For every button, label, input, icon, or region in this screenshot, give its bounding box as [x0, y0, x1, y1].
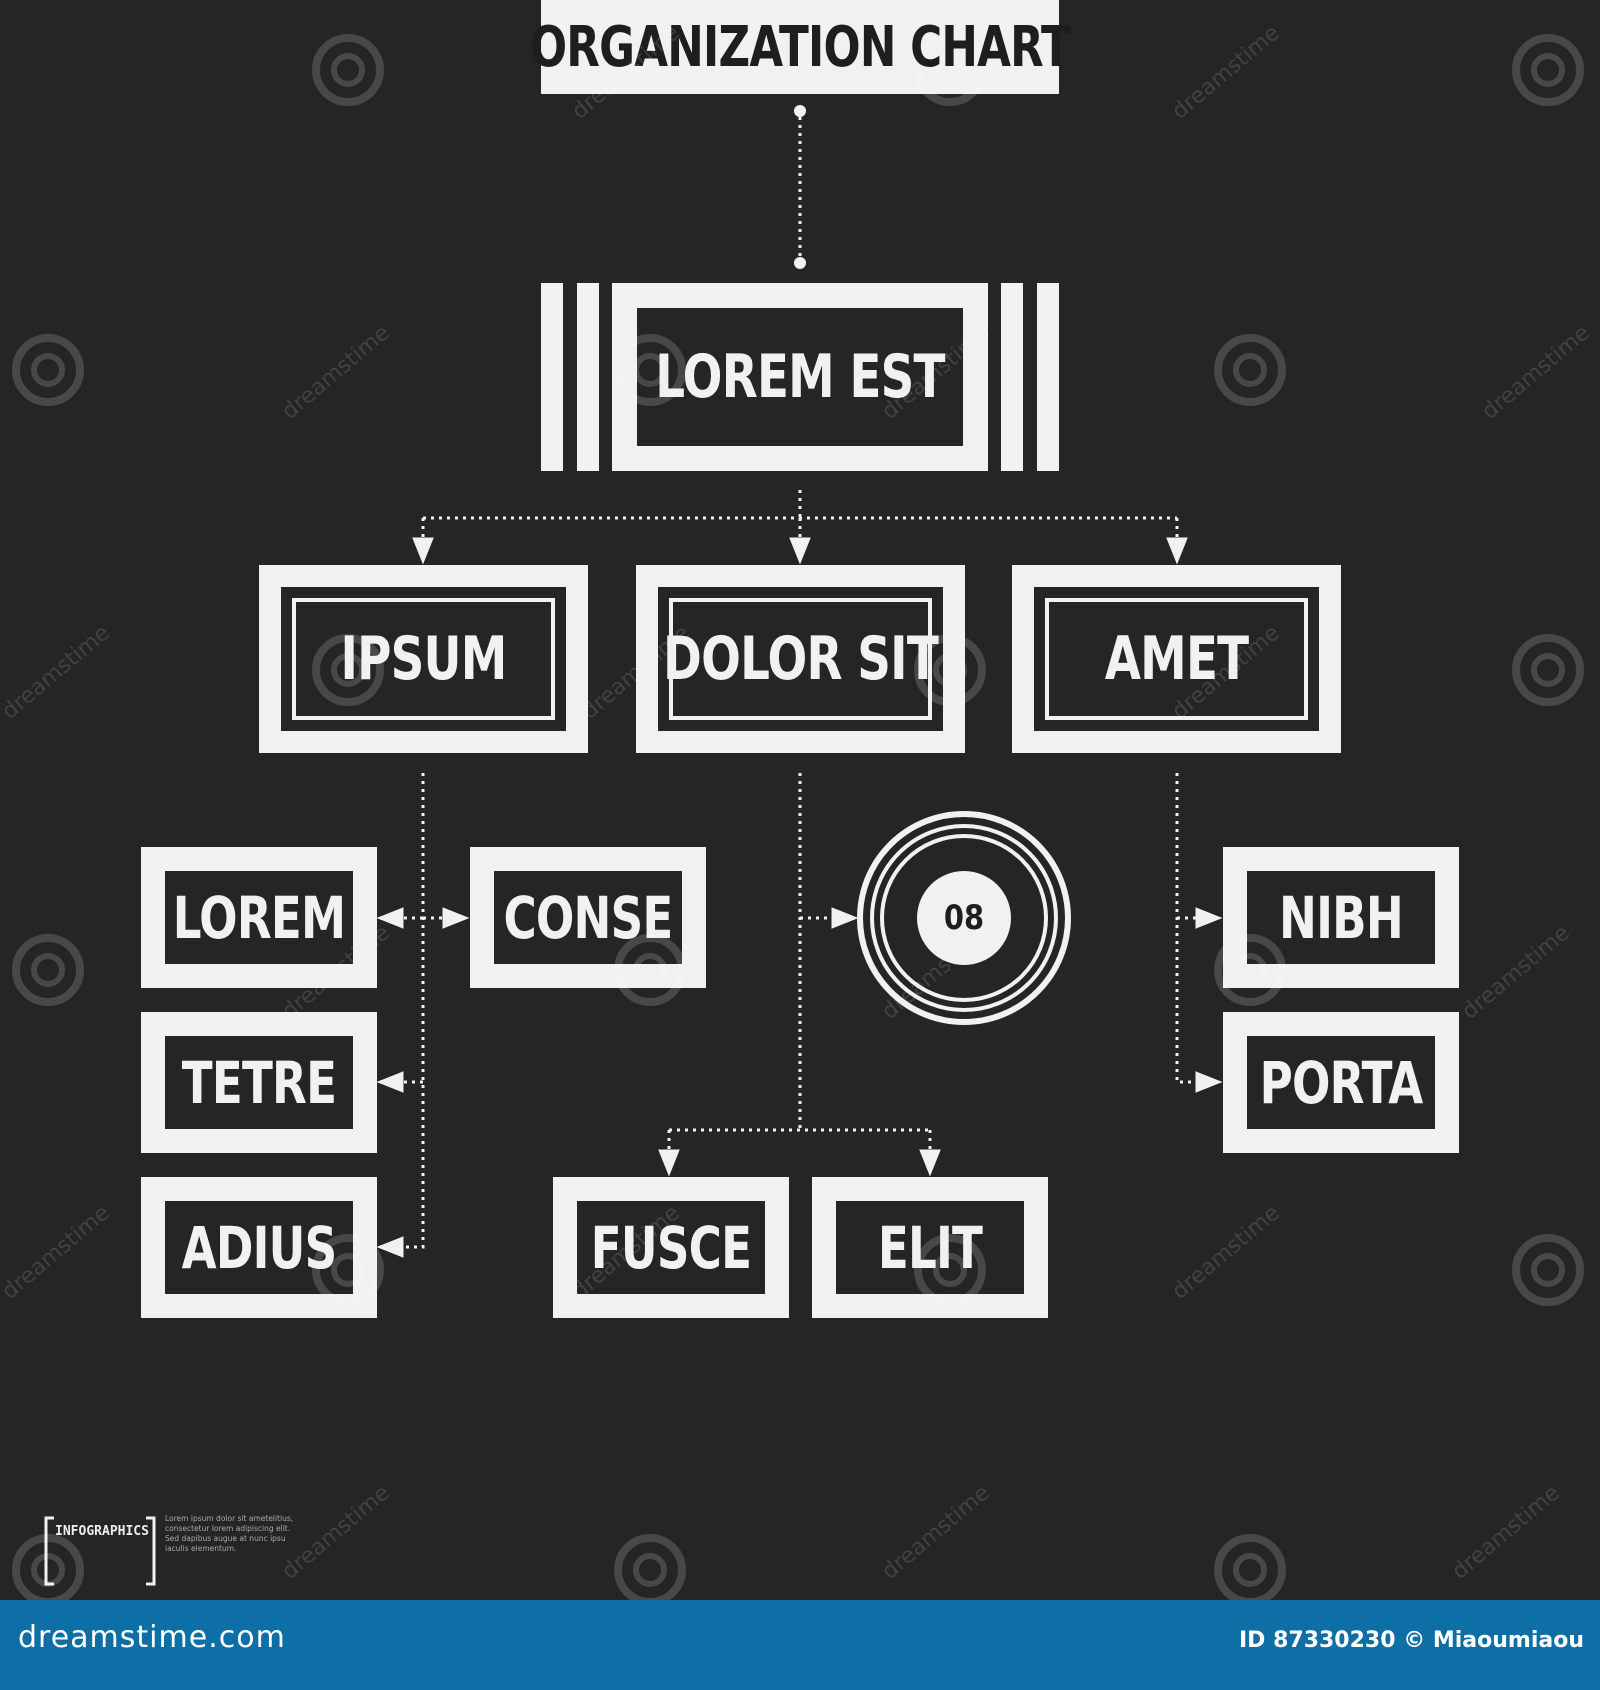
node-tetre-label: TETRE [181, 1048, 337, 1117]
node-amet-label: AMET [1104, 624, 1249, 694]
connector-lines [376, 117, 1223, 1258]
chart-title: ORGANIZATION CHART [529, 14, 1071, 80]
watermark-spiral-icon [312, 1234, 384, 1306]
node-dolor-label: DOLOR SIT [663, 624, 939, 694]
node-boxes [44, 0, 1459, 1586]
watermark-spiral-icon [933, 53, 967, 87]
watermark-spiral-icon [331, 53, 365, 87]
watermark-spiral-icon [914, 34, 986, 106]
root-bar [577, 283, 599, 471]
watermark-spiral-icon [1233, 1553, 1267, 1587]
root-bar [1037, 283, 1059, 471]
watermark-spiral-icon [1531, 653, 1565, 687]
watermark-spiral-icon [633, 953, 667, 987]
infographics-badge-text: Lorem ipsum dolor sit ametelitius, conse… [165, 1514, 315, 1554]
node-porta-label: PORTA [1259, 1048, 1424, 1117]
connector-dot [794, 105, 806, 117]
node-dolor-frame [636, 565, 965, 753]
node-fusce-frame [553, 1177, 789, 1318]
watermark-spiral-icon [12, 934, 84, 1006]
root-bar [1001, 283, 1023, 471]
badge-line: Lorem ipsum dolor sit ametelitius, [165, 1514, 294, 1523]
watermark-spiral-icon [12, 334, 84, 406]
circle-node-disc [917, 871, 1011, 965]
node-amet-frame [1012, 565, 1341, 753]
watermark-spiral-icon [31, 953, 65, 987]
watermark-spiral-icon [614, 334, 686, 406]
circle-node-label: 08 [943, 898, 985, 938]
watermark-spiral-icon [1233, 353, 1267, 387]
root-node-frame [612, 283, 988, 471]
watermark-spiral-icon [1531, 53, 1565, 87]
watermark-spiral-icon [933, 653, 967, 687]
watermark-spiral-icon [1512, 34, 1584, 106]
node-ipsum-frame [259, 565, 588, 753]
node-adius-frame [141, 1177, 377, 1318]
watermark-spiral-icon [331, 653, 365, 687]
node-tetre-frame [141, 1012, 377, 1153]
watermark-spiral-icon [614, 1534, 686, 1606]
badge-line: iaculis elementum. [165, 1544, 237, 1553]
circle-node-ring [870, 824, 1058, 1012]
node-nibh-frame [1223, 847, 1459, 988]
node-nibh-label: NIBH [1279, 883, 1404, 952]
footer-bar [0, 1600, 1600, 1690]
node-lorem-label: LOREM [172, 883, 346, 952]
root-node-label: LOREM EST [655, 342, 945, 412]
circle-node-ring [857, 811, 1071, 1025]
watermark-spiral-icon [312, 634, 384, 706]
watermark-spiral-icon [1512, 1234, 1584, 1306]
footer-site-text: dreamstime.com [18, 1620, 286, 1655]
watermark-spiral-icon [1214, 934, 1286, 1006]
node-conse-label: CONSE [503, 883, 673, 952]
watermark-spiral-icon [1214, 334, 1286, 406]
node-porta-frame [1223, 1012, 1459, 1153]
footer-id-text: ID 87330230 © Miaoumiaou [1238, 1628, 1584, 1653]
watermark-spiral-icon [1512, 634, 1584, 706]
node-lorem-frame [141, 847, 377, 988]
watermark-spiral-icon [1233, 953, 1267, 987]
node-ipsum-label: IPSUM [340, 624, 507, 694]
title-box [541, 0, 1059, 94]
circle-node-ring [880, 834, 1048, 1002]
arrow-to-adius [376, 773, 425, 1258]
node-elit-label: ELIT [877, 1213, 983, 1282]
badge-bracket-right [146, 1516, 156, 1586]
watermark-spiral-icon [1214, 1534, 1286, 1606]
root-bar [541, 283, 563, 471]
watermark-spiral-icon [1531, 1253, 1565, 1287]
node-adius-label: ADIUS [181, 1213, 338, 1282]
watermark-spiral-icon [331, 1253, 365, 1287]
badge-line: Sed dapibus augue at nunc ipsu [165, 1534, 286, 1543]
watermark-spiral-icon [914, 634, 986, 706]
watermark-spiral-icon [312, 34, 384, 106]
badge-bracket-left [44, 1516, 54, 1586]
watermark-spiral-icon [31, 353, 65, 387]
watermark-spiral-icon [12, 1534, 84, 1606]
watermark-spiral-icon [633, 1553, 667, 1587]
watermark-layer [12, 34, 1584, 1606]
watermark-spiral-icon [614, 934, 686, 1006]
connector-dot [794, 257, 806, 269]
badge-line: consectetur lorem adipiscing elit. [165, 1524, 291, 1533]
node-conse-frame [470, 847, 706, 988]
watermark-spiral-icon [31, 1553, 65, 1587]
watermark-spiral-icon [633, 353, 667, 387]
watermark-spiral-icon [914, 1234, 986, 1306]
node-elit-frame [812, 1177, 1048, 1318]
watermark-spiral-icon [933, 1253, 967, 1287]
arrow-to-porta [1175, 773, 1223, 1093]
node-fusce-label: FUSCE [590, 1213, 752, 1282]
infographics-badge-label: INFOGRAPHICS [55, 1524, 149, 1539]
